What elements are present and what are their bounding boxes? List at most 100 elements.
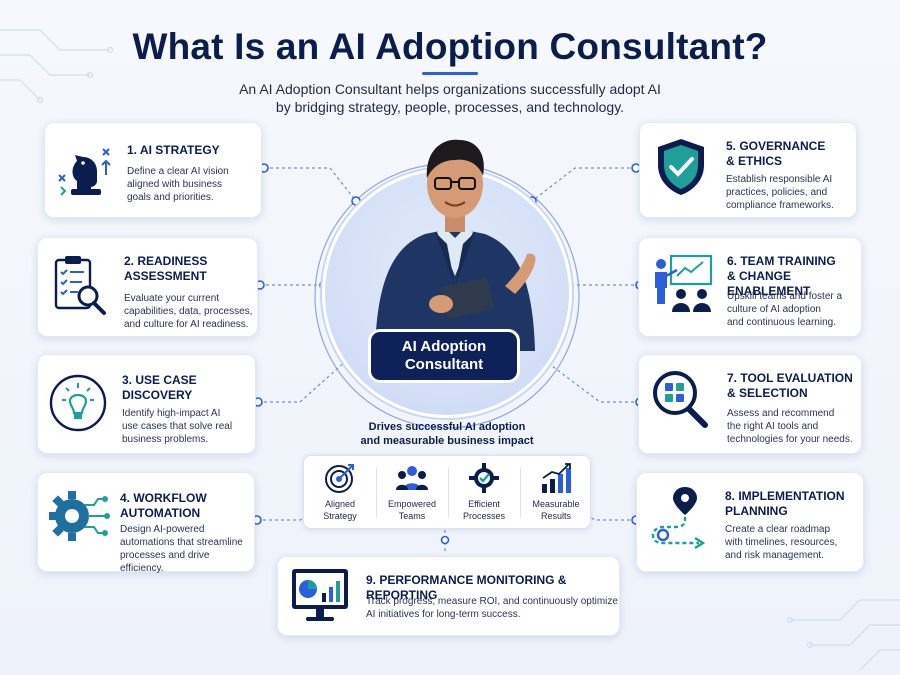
card-desc-line: culture of AI adoption: [727, 304, 821, 315]
consultant-illustration: [375, 139, 536, 351]
consultant-badge: AI Adoption Consultant: [371, 332, 517, 380]
card-title-line2: AUTOMATION: [120, 506, 201, 520]
card-desc-line: with timelines, resources,: [725, 537, 838, 548]
card-title: 1. AI STRATEGY: [127, 143, 220, 158]
card-desc-line: Upskill teams and foster a: [727, 291, 843, 302]
card-description: Track progress, measure ROI, and continu…: [366, 595, 618, 621]
card-desc-line: and culture for AI readiness.: [124, 319, 249, 330]
card-desc-line: business problems.: [122, 434, 209, 445]
bar-growth-icon: [542, 463, 571, 493]
gear-check-icon: [469, 463, 499, 493]
card-title: 6. TEAM TRAINING & CHANGE ENABLEMENT: [727, 254, 861, 299]
card-title-line1: 5. GOVERNANCE: [726, 139, 826, 153]
card-desc-line: aligned with business: [127, 179, 223, 190]
card-title-line1: 3. USE CASE: [122, 373, 197, 387]
card-desc-line: compliance frameworks.: [726, 200, 834, 211]
card-title: 9. PERFORMANCE MONITORING & REPORTING: [366, 573, 619, 603]
card-title-line2: & ETHICS: [726, 154, 783, 168]
card-title-line2: DISCOVERY: [122, 388, 193, 402]
card-desc-line: Identify high-impact AI: [122, 408, 221, 419]
outcome-divider: [448, 468, 449, 518]
outcome-label-line1: Empowered: [387, 499, 437, 509]
card-title: 8. IMPLEMENTATION PLANNING: [725, 489, 845, 519]
card-desc-line: practices, policies, and: [726, 187, 828, 198]
card-use-case-discovery: 3. USE CASE DISCOVERY Identify high-impa…: [37, 354, 256, 454]
roadmap-pin-icon: [651, 487, 706, 550]
card-title: 4. WORKFLOW AUTOMATION: [120, 491, 207, 521]
card-description: Assess and recommend the right AI tools …: [727, 407, 853, 446]
card-title-line2: ASSESSMENT: [124, 269, 207, 283]
card-desc-line: goals and priorities.: [127, 192, 214, 203]
card-desc-line: Track progress, measure ROI, and continu…: [366, 596, 618, 607]
card-title-line1: 9. PERFORMANCE MONITORING & REPORTING: [366, 573, 567, 602]
card-title-line1: 6. TEAM TRAINING: [727, 254, 836, 268]
checklist-magnifier-icon: [54, 256, 106, 315]
gear-circuit-icon: [49, 491, 110, 541]
card-desc-line: automations that streamline: [120, 537, 243, 548]
presentation-team-icon: [655, 254, 713, 312]
card-description: Upskill teams and foster a culture of AI…: [727, 290, 842, 329]
card-title: 2. READINESS ASSESSMENT: [124, 254, 207, 284]
card-desc-line: AI initiatives for long-term success.: [366, 609, 521, 620]
chess-knight-icon: [58, 148, 111, 196]
card-description: Create a clear roadmap with timelines, r…: [725, 523, 837, 562]
badge-line-1: AI Adoption: [401, 338, 487, 355]
outcome-label-line2: Processes: [462, 511, 506, 521]
impact-line-1: Drives successful AI adoption: [368, 421, 526, 433]
card-description: Design AI-powered automations that strea…: [120, 523, 254, 575]
monitor-chart-icon: [292, 569, 348, 621]
outcome-divider: [520, 468, 521, 518]
target-icon: [325, 464, 354, 493]
page-title: What Is an AI Adoption Consultant?: [132, 26, 768, 67]
card-desc-line: technologies for your needs.: [727, 434, 853, 445]
card-governance-ethics: 5. GOVERNANCE & ETHICS Establish respons…: [639, 122, 857, 218]
outcome-divider: [376, 468, 377, 518]
card-desc-line: Establish responsible AI: [726, 174, 833, 185]
impact-statement: Drives successful AI adoption and measur…: [322, 420, 572, 448]
badge-line-2: Consultant: [404, 356, 484, 373]
subtitle-line-1: An AI Adoption Consultant helps organiza…: [239, 81, 661, 97]
card-team-training: 6. TEAM TRAINING & CHANGE ENABLEMENT Ups…: [638, 237, 862, 337]
card-desc-line: processes and drive efficiency.: [120, 550, 210, 574]
card-workflow-automation: 4. WORKFLOW AUTOMATION Design AI-powered…: [37, 472, 255, 575]
card-title: 5. GOVERNANCE & ETHICS: [726, 139, 825, 169]
card-desc-line: Define a clear AI vision: [127, 166, 229, 177]
card-title-line1: 4. WORKFLOW: [120, 491, 207, 505]
outcome-label-line1: Aligned: [324, 499, 356, 509]
outcome-label-line2: Teams: [398, 511, 426, 521]
card-ai-strategy: 1. AI STRATEGY Define a clear AI vision …: [44, 122, 262, 218]
card-description: Identify high-impact AI use cases that s…: [122, 407, 232, 446]
card-readiness-assessment: 2. READINESS ASSESSMENT Evaluate your cu…: [37, 237, 258, 337]
card-title-line1: 8. IMPLEMENTATION: [725, 489, 845, 503]
magnifier-grid-icon: [653, 371, 708, 428]
outcome-label-line1: Efficient: [468, 499, 500, 509]
card-desc-line: Assess and recommend: [727, 408, 835, 419]
lightbulb-icon: [49, 374, 107, 432]
page-subtitle: An AI Adoption Consultant helps organiza…: [0, 80, 900, 116]
card-desc-line: Create a clear roadmap: [725, 524, 831, 535]
impact-line-2: and measurable business impact: [360, 435, 534, 447]
card-desc-line: the right AI tools and: [727, 421, 819, 432]
subtitle-line-2: by bridging strategy, people, processes,…: [275, 99, 625, 115]
card-desc-line: Evaluate your current: [124, 293, 220, 304]
card-desc-line: use cases that solve real: [122, 421, 233, 432]
card-title-line2: PLANNING: [725, 504, 788, 518]
card-description: Define a clear AI vision aligned with bu…: [127, 165, 229, 204]
outcome-label-line2: Results: [540, 511, 571, 521]
card-desc-line: and risk management.: [725, 550, 824, 561]
card-description: Evaluate your current capabilities, data…: [124, 292, 252, 331]
card-title: 3. USE CASE DISCOVERY: [122, 373, 197, 403]
title-underline: [422, 72, 478, 75]
shield-check-icon: [658, 139, 704, 195]
card-desc-line: capabilities, data, processes,: [124, 306, 253, 317]
card-tool-evaluation: 7. TOOL EVALUATION & SELECTION Assess an…: [638, 354, 862, 454]
card-title-line2: & CHANGE ENABLEMENT: [727, 269, 811, 298]
outcome-label-line1: Measurable: [532, 499, 580, 509]
card-title-line1: 1. AI STRATEGY: [127, 143, 220, 157]
